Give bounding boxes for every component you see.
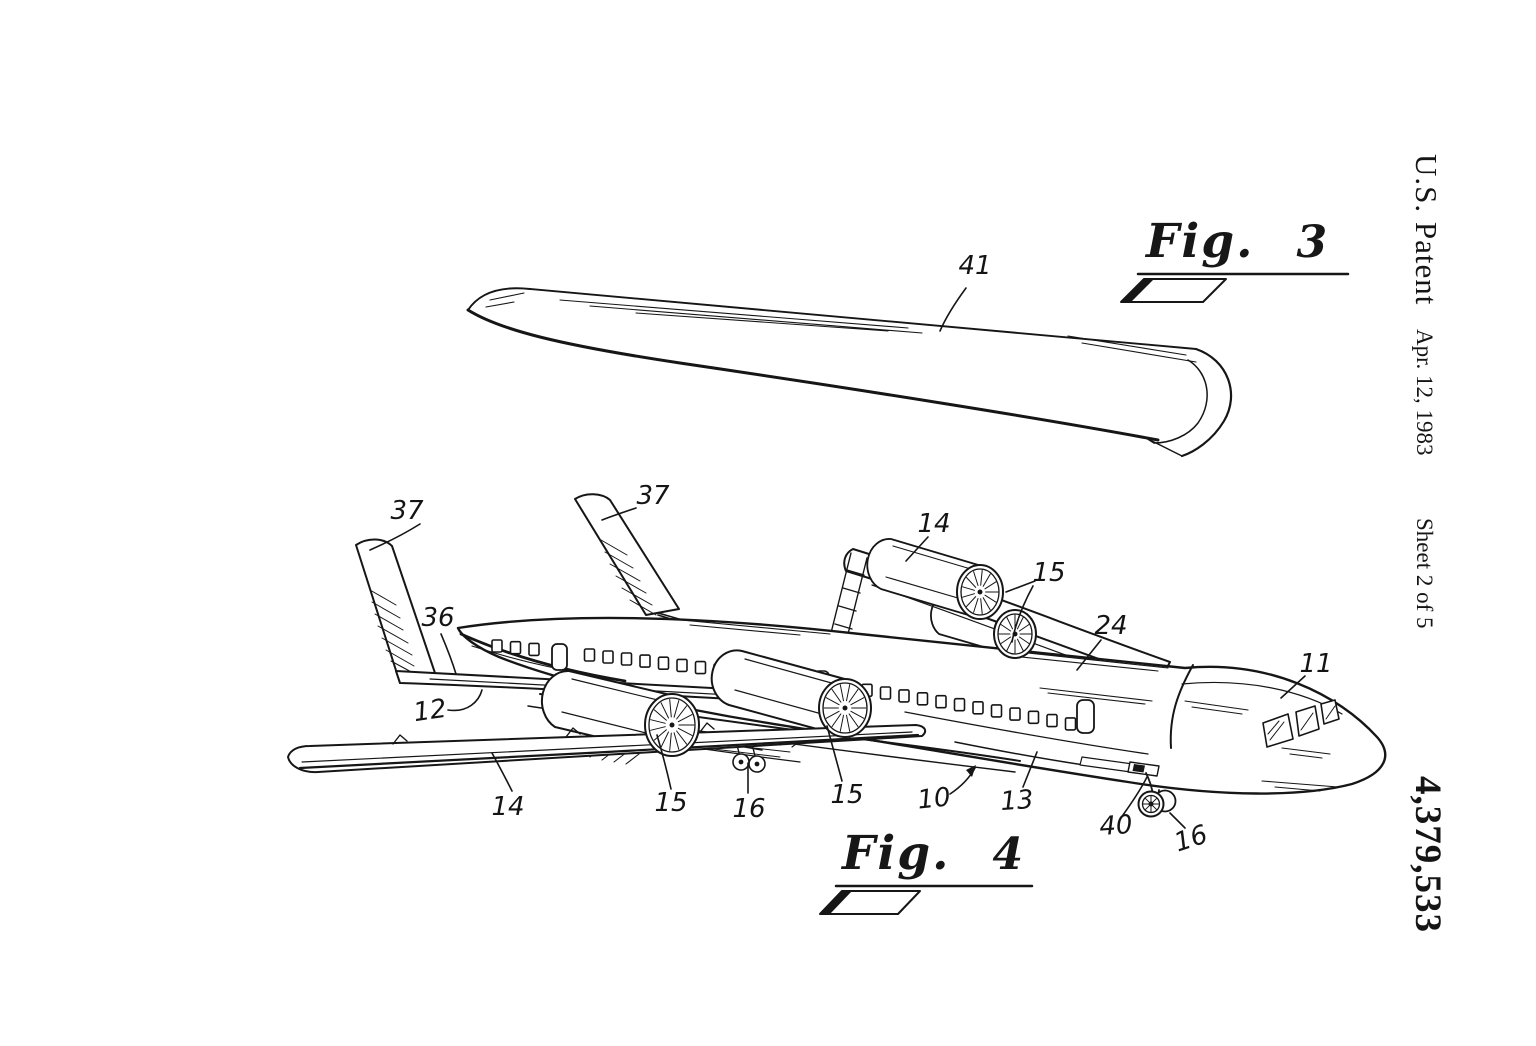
patent-number: 4,379,533 (1407, 776, 1448, 933)
ref-15-far-engines: 15 (1032, 558, 1066, 588)
patent-title: U.S. Patent (1409, 154, 1444, 306)
ref-10-aircraft: 10 (915, 782, 953, 816)
figure-label-ornaments (819, 272, 1350, 915)
leader-lines (369, 287, 1306, 829)
cabin-door-fwd (1076, 699, 1095, 734)
ref-13-belly: 13 (999, 784, 1035, 818)
fig3-number: 3 (1296, 217, 1328, 268)
ref-36-stabilizer: 36 (421, 603, 455, 633)
ref-37-left-fin: 37 (390, 496, 424, 526)
cabin-door-aft (551, 643, 568, 671)
ref-16-main-gear: 16 (732, 794, 766, 824)
fig4-number: 4 (992, 829, 1024, 880)
cockpit-windshield (1262, 699, 1340, 748)
tail-fins (355, 493, 797, 684)
ref-11-nose: 11 (1299, 649, 1333, 679)
ref-12-tailplane: 12 (411, 693, 449, 729)
fig4-word: Fig. (842, 826, 951, 881)
ref-41-fairing: 41 (958, 251, 992, 281)
fig4-title: Fig. 4 (842, 826, 1023, 881)
ref-14-near-wing: 14 (491, 792, 525, 822)
ref-15-fwd-engine: 15 (654, 788, 688, 818)
fig3-title: Fig. 3 (1146, 214, 1327, 269)
ref-24-fuselage-section: 24 (1094, 611, 1128, 641)
near-wing-panel (287, 722, 927, 774)
fig3-word: Fig. (1146, 214, 1255, 269)
ref-37-right-fin: 37 (636, 481, 670, 511)
ref-15-aft-engine: 15 (830, 780, 864, 810)
ref-14-far-wing: 14 (917, 509, 951, 539)
sheet-number: Sheet 2 of 5 (1412, 518, 1437, 629)
ref-40-gear-mount: 40 (1098, 809, 1134, 843)
patent-date: Apr. 12, 1983 (1412, 329, 1437, 456)
fig3-fairing-drawing (466, 287, 1233, 458)
engine-fans-and-wheels (644, 564, 1165, 818)
